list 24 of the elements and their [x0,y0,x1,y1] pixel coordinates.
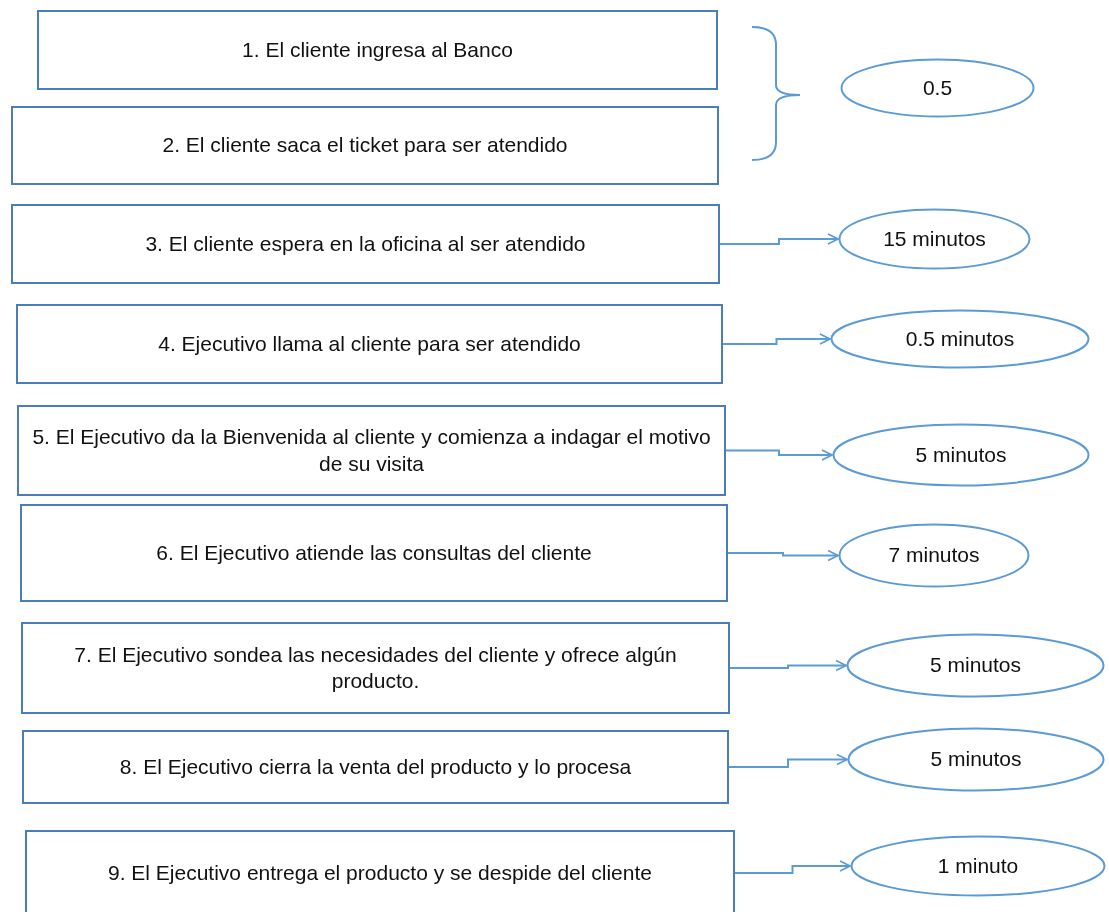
arrow [727,549,839,562]
process-box: 1. El cliente ingresa al Banco [37,10,718,90]
process-box: 3. El cliente espera en la oficina al ser atendido [11,204,720,284]
duration-ellipse: 15 minutos [838,208,1031,270]
duration-ellipse: 7 minutos [838,523,1030,588]
arrow [734,860,851,874]
process-box: 2. El cliente saca el ticket para ser atendido [11,106,719,185]
arrow [725,449,833,461]
duration-ellipse: 0.5 [840,58,1035,118]
arrow [728,753,848,768]
duration-ellipse: 1 minuto [850,835,1106,897]
arrow [729,659,847,672]
process-box: 8. El Ejecutivo cierra la venta del producto y lo procesa [22,730,729,804]
duration-ellipse: 5 minutos [832,423,1090,487]
process-box: 7. El Ejecutivo sondea las necesidades del cliente y ofrece algún producto. [21,622,730,714]
duration-ellipse: 5 minutos [846,633,1105,698]
process-box: 6. El Ejecutivo atiende las consultas del cliente [20,504,728,602]
process-box: 9. El Ejecutivo entrega el producto y se despide del cliente [25,830,735,912]
process-box: 4. Ejecutivo llama al cliente para ser atendido [16,304,723,384]
process-box: 5. El Ejecutivo da la Bienvenida al cliente y comienza a indagar el motivo de su visita [17,405,726,496]
duration-ellipse: 5 minutos [847,727,1105,792]
arrow [722,333,831,345]
duration-ellipse: 0.5 minutos [830,309,1090,369]
arrow [719,233,839,245]
